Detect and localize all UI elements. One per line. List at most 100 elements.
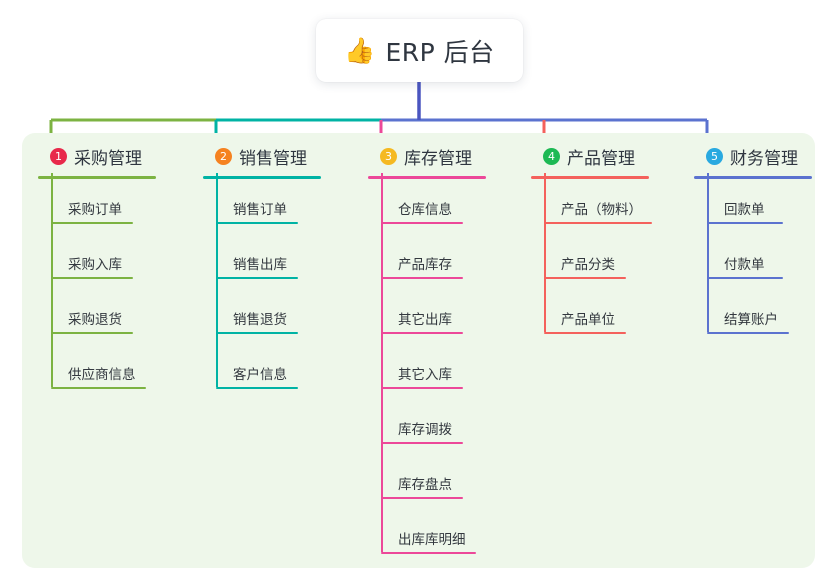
branch-number-badge: 4: [543, 148, 560, 165]
branch-number-badge: 2: [215, 148, 232, 165]
branch-item-rule: [381, 387, 463, 389]
branch-item-label: 产品库存: [398, 257, 452, 273]
branch-item[interactable]: 出库库明细: [368, 505, 476, 560]
branch-item[interactable]: 产品分类: [531, 230, 635, 285]
branch-header-rule: [38, 176, 156, 179]
branch-item-rule: [51, 222, 133, 224]
branch-item[interactable]: 其它出库: [368, 285, 472, 340]
branch-item-label: 客户信息: [233, 367, 287, 383]
branch-title: 销售管理: [239, 149, 307, 169]
branch-item-rule: [381, 332, 463, 334]
branch-item[interactable]: 其它入库: [368, 340, 472, 395]
branch-item[interactable]: 采购退货: [38, 285, 142, 340]
branch-item-rule: [707, 277, 783, 279]
branch-item-rule: [381, 552, 476, 554]
branch-item-rule: [707, 332, 789, 334]
branches-panel: [22, 133, 815, 568]
branch-item-rule: [216, 332, 298, 334]
branch-item[interactable]: 销售退货: [203, 285, 307, 340]
branch-item[interactable]: 客户信息: [203, 340, 307, 395]
branch-item[interactable]: 采购订单: [38, 175, 142, 230]
branch-item-list: 回款单付款单结算账户: [694, 173, 798, 340]
branch-header-4[interactable]: 4 产品管理: [531, 143, 635, 170]
branch-item-label: 销售退货: [233, 312, 287, 328]
branch-item-rule: [381, 277, 463, 279]
branch-item-label: 付款单: [724, 257, 765, 273]
branch-item[interactable]: 库存盘点: [368, 450, 472, 505]
branch-item-rule: [381, 222, 463, 224]
branch-item-label: 库存盘点: [398, 477, 452, 493]
branch-item-label: 产品分类: [561, 257, 615, 273]
branch-item-label: 供应商信息: [68, 367, 136, 383]
branch-item-rule: [216, 222, 298, 224]
branch-item-label: 其它入库: [398, 367, 452, 383]
branch-item-label: 采购订单: [68, 202, 122, 218]
branch-spine-line: [544, 173, 546, 332]
branch-title: 库存管理: [404, 149, 472, 169]
branch-item-label: 销售出库: [233, 257, 287, 273]
branch-item-label: 仓库信息: [398, 202, 452, 218]
branch-title: 采购管理: [74, 149, 142, 169]
branch-item-rule: [544, 332, 626, 334]
branch-item-label: 结算账户: [724, 312, 778, 328]
branch-header-5[interactable]: 5 财务管理: [694, 143, 798, 170]
branch-item[interactable]: 产品库存: [368, 230, 472, 285]
root-node-card[interactable]: 👍 ERP 后台: [316, 19, 523, 82]
branch-header-1[interactable]: 1 采购管理: [38, 143, 142, 170]
branch-header-rule: [203, 176, 321, 179]
branch-item-label: 库存调拨: [398, 422, 452, 438]
branch-item-rule: [381, 497, 463, 499]
branch-item-list: 仓库信息产品库存其它出库其它入库库存调拨库存盘点出库库明细: [368, 173, 476, 560]
branch-item-label: 产品单位: [561, 312, 615, 328]
branch-number-badge: 3: [380, 148, 397, 165]
branch-item[interactable]: 采购入库: [38, 230, 142, 285]
branch-spine-line: [707, 173, 709, 332]
branch-item-label: 其它出库: [398, 312, 452, 328]
branch-column-1: 1 采购管理采购订单采购入库采购退货供应商信息: [38, 143, 156, 395]
branch-header-rule: [531, 176, 649, 179]
root-node-title: ERP 后台: [385, 37, 495, 67]
branch-column-5: 5 财务管理回款单付款单结算账户: [694, 143, 812, 340]
branch-item-label: 回款单: [724, 202, 765, 218]
branch-item[interactable]: 供应商信息: [38, 340, 146, 395]
branch-item[interactable]: 销售订单: [203, 175, 307, 230]
branch-item-rule: [544, 222, 652, 224]
branch-item[interactable]: 仓库信息: [368, 175, 472, 230]
branch-item-list: 采购订单采购入库采购退货供应商信息: [38, 173, 146, 395]
branch-item[interactable]: 库存调拨: [368, 395, 472, 450]
branch-item[interactable]: 结算账户: [694, 285, 798, 340]
branch-number-badge: 5: [706, 148, 723, 165]
branch-item[interactable]: 产品（物料）: [531, 175, 652, 230]
branch-header-2[interactable]: 2 销售管理: [203, 143, 307, 170]
branch-item-label: 采购入库: [68, 257, 122, 273]
branch-spine-line: [51, 173, 53, 387]
branch-title: 财务管理: [730, 149, 798, 169]
branch-item-label: 采购退货: [68, 312, 122, 328]
branch-column-4: 4 产品管理产品（物料） 产品分类产品单位: [531, 143, 652, 340]
branch-item[interactable]: 回款单: [694, 175, 798, 230]
branch-item-label: 产品（物料）: [561, 202, 642, 218]
branch-column-3: 3 库存管理仓库信息产品库存其它出库其它入库库存调拨库存盘点出库库明细: [368, 143, 486, 560]
branch-header-3[interactable]: 3 库存管理: [368, 143, 472, 170]
branch-item-rule: [216, 277, 298, 279]
branch-title: 产品管理: [567, 149, 635, 169]
branch-item[interactable]: 产品单位: [531, 285, 635, 340]
branch-column-2: 2 销售管理销售订单销售出库销售退货客户信息: [203, 143, 321, 395]
branch-item-rule: [707, 222, 783, 224]
branch-item-rule: [216, 387, 298, 389]
branch-item[interactable]: 付款单: [694, 230, 798, 285]
branch-item[interactable]: 销售出库: [203, 230, 307, 285]
branch-item-list: 产品（物料） 产品分类产品单位: [531, 173, 652, 340]
branch-item-label: 销售订单: [233, 202, 287, 218]
branch-item-rule: [51, 332, 133, 334]
branch-spine-line: [216, 173, 218, 387]
branch-item-rule: [544, 277, 626, 279]
branch-item-rule: [51, 277, 133, 279]
branch-item-rule: [51, 387, 146, 389]
branch-item-rule: [381, 442, 463, 444]
branch-number-badge: 1: [50, 148, 67, 165]
thumbs-up-icon: 👍: [344, 36, 376, 65]
branch-header-rule: [694, 176, 812, 179]
